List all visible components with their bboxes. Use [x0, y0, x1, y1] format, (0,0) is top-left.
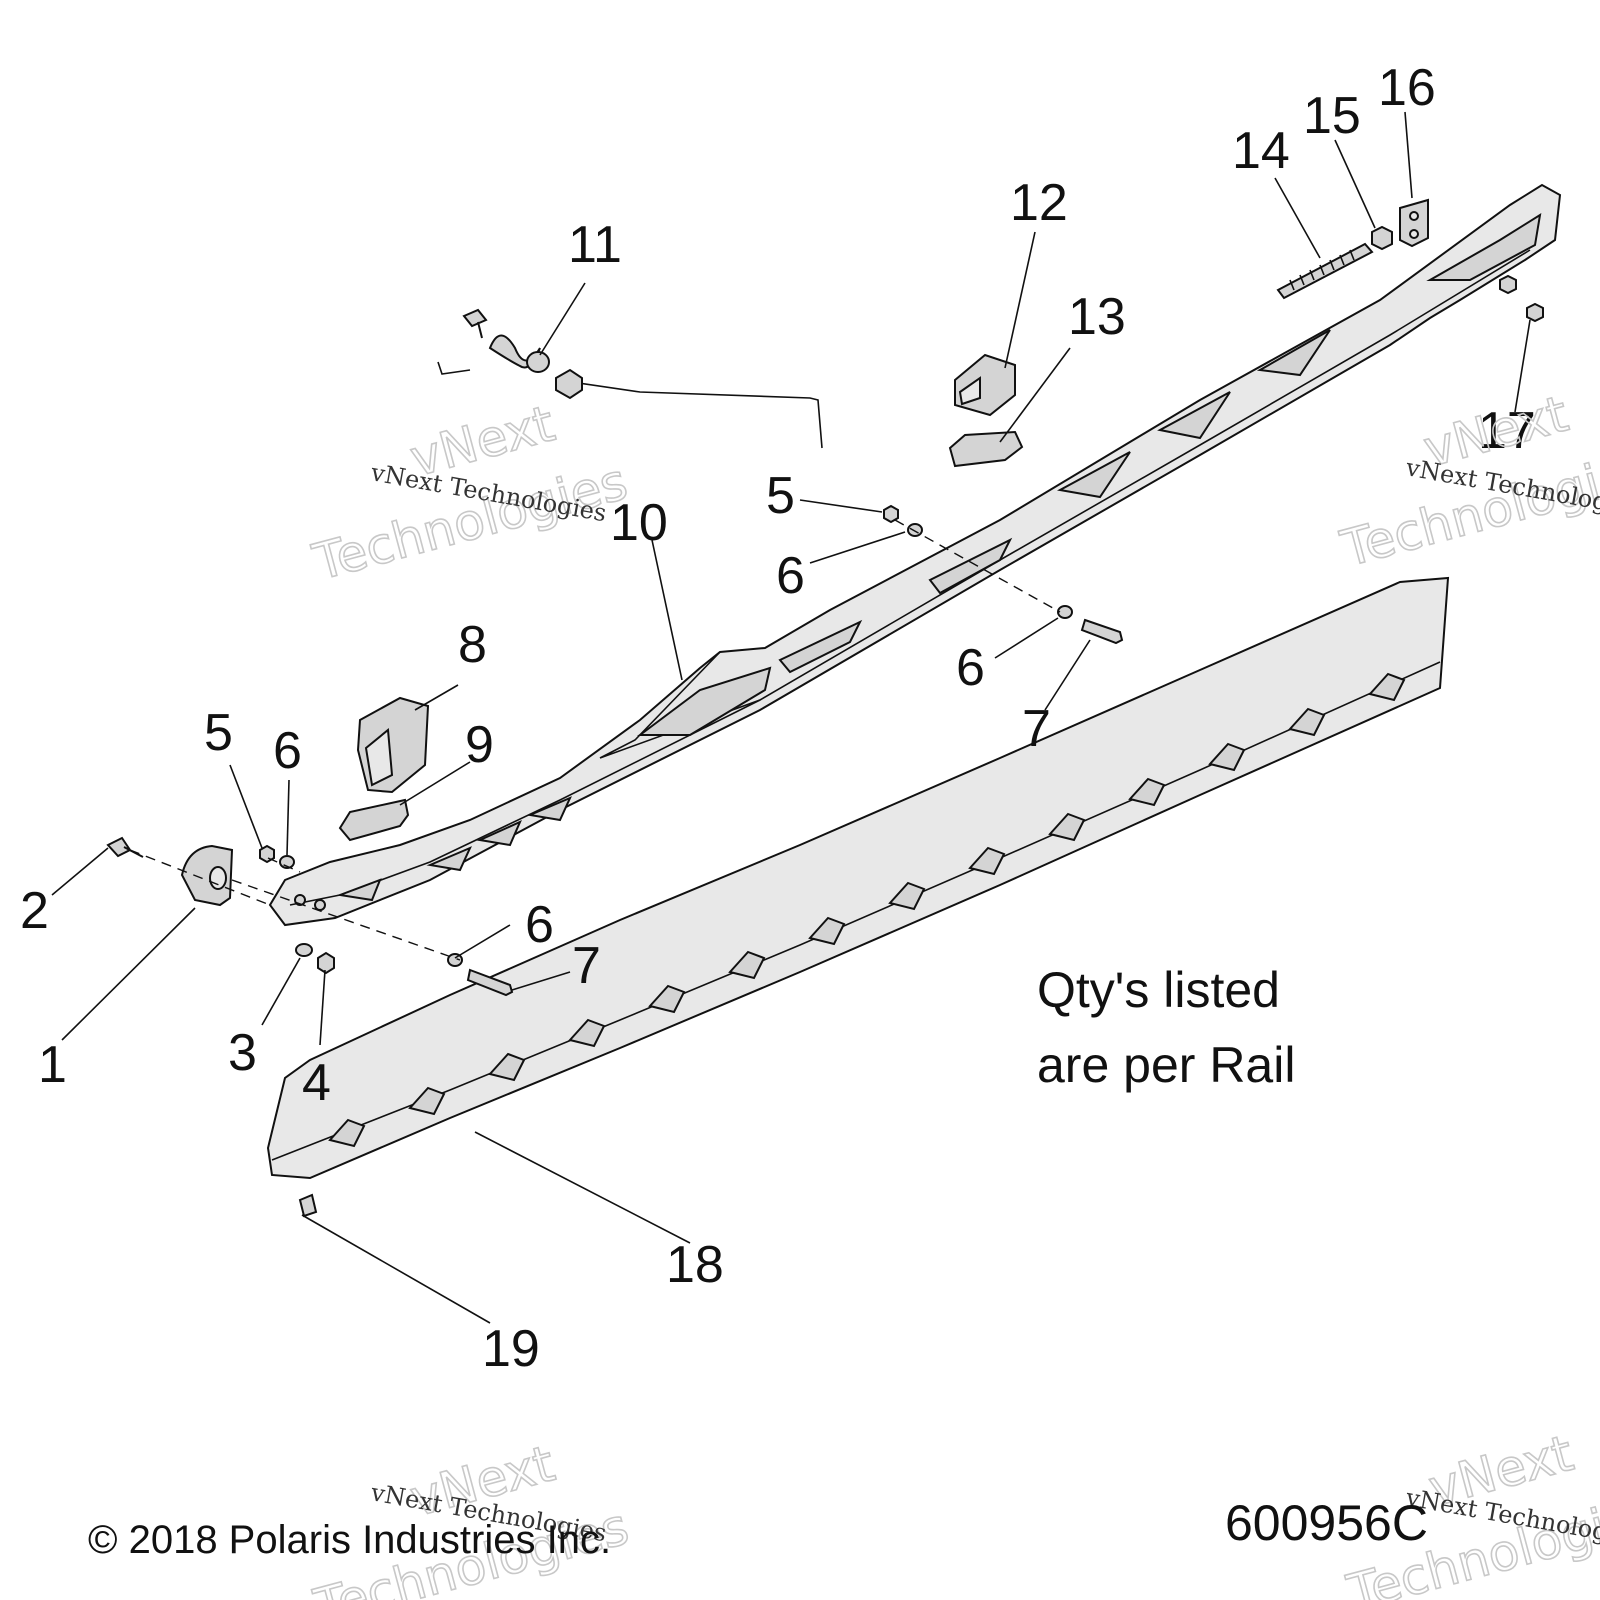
frame-cutouts — [336, 329, 1331, 902]
bushing-11 — [555, 368, 583, 400]
callout-7-right: 7 — [1022, 700, 1051, 758]
bolt-19 — [298, 1193, 318, 1218]
copyright-text: © 2018 Polaris Industries Inc. — [88, 1518, 611, 1562]
callout-15: 15 — [1303, 87, 1361, 145]
callout-9: 9 — [465, 716, 494, 774]
bracket-16-hole-b — [1409, 229, 1419, 239]
callout-6-lower: 6 — [525, 896, 554, 954]
spring-rod-11 — [437, 361, 823, 449]
qty-note-line-1: Qty's listed — [1037, 962, 1280, 1018]
leader-lines — [51, 111, 1531, 1324]
callout-numbers: 1 2 3 4 5 6 6 7 8 9 10 11 12 13 5 6 6 7 … — [20, 59, 1536, 1378]
callout-14: 14 — [1232, 122, 1290, 180]
callout-5-mid: 5 — [766, 467, 795, 525]
assembly-lines — [129, 519, 1061, 961]
slide-rail-frame — [268, 183, 1562, 927]
adjuster-threads-14 — [1289, 249, 1355, 291]
bolt-7a — [466, 968, 514, 997]
callout-6-right: 6 — [956, 639, 985, 697]
nut-17a — [1499, 274, 1517, 295]
wear-bar-teeth — [328, 672, 1406, 1148]
callout-11: 11 — [568, 216, 622, 274]
nut-5b — [883, 504, 899, 524]
callout-3: 3 — [228, 1024, 257, 1082]
callout-5-front: 5 — [204, 704, 233, 762]
callout-8: 8 — [458, 616, 487, 674]
insert-9 — [338, 798, 410, 842]
callout-18: 18 — [666, 1236, 724, 1294]
callout-12: 12 — [1010, 174, 1068, 232]
bracket-16 — [1399, 198, 1429, 248]
nut-4 — [317, 951, 335, 975]
bracket-16-hole-a — [1409, 211, 1419, 221]
bumper-8-face — [364, 728, 394, 787]
qty-note-line-2: are per Rail — [1037, 1037, 1295, 1093]
block-12-slot — [958, 376, 981, 406]
rail-cap — [180, 844, 234, 907]
callout-6-mid: 6 — [776, 547, 805, 605]
wear-bar-slide — [266, 576, 1450, 1180]
callout-6-front: 6 — [273, 722, 302, 780]
insert-13 — [948, 430, 1024, 468]
callout-7-lower: 7 — [572, 937, 601, 995]
watermarks: vNext Technologies vNext Technologies vN… — [306, 384, 1600, 1600]
callout-4: 4 — [302, 1054, 331, 1112]
torsion-spring-11 — [488, 334, 541, 369]
bolt-7b — [1080, 618, 1124, 645]
bolt-2 — [106, 836, 144, 858]
callout-10: 10 — [610, 494, 668, 552]
washer-6b — [906, 523, 924, 537]
washer-3 — [294, 943, 314, 957]
callout-1: 1 — [38, 1036, 67, 1094]
nut-5a — [259, 844, 275, 864]
rail-cap-hole — [209, 866, 227, 890]
callout-2: 2 — [20, 882, 49, 940]
bolt-11 — [462, 308, 488, 339]
callout-16: 16 — [1378, 59, 1436, 117]
nut-17b — [1526, 302, 1544, 323]
washer-6c — [446, 953, 464, 967]
diagram-code: 600956C — [1225, 1495, 1428, 1551]
adjuster-bolt-14 — [1276, 242, 1374, 300]
callout-17: 17 — [1478, 402, 1536, 460]
callout-13: 13 — [1068, 288, 1126, 346]
washer-6d — [1056, 605, 1074, 619]
washer-11 — [526, 351, 550, 373]
callout-19: 19 — [482, 1320, 540, 1378]
nut-15 — [1371, 225, 1393, 251]
